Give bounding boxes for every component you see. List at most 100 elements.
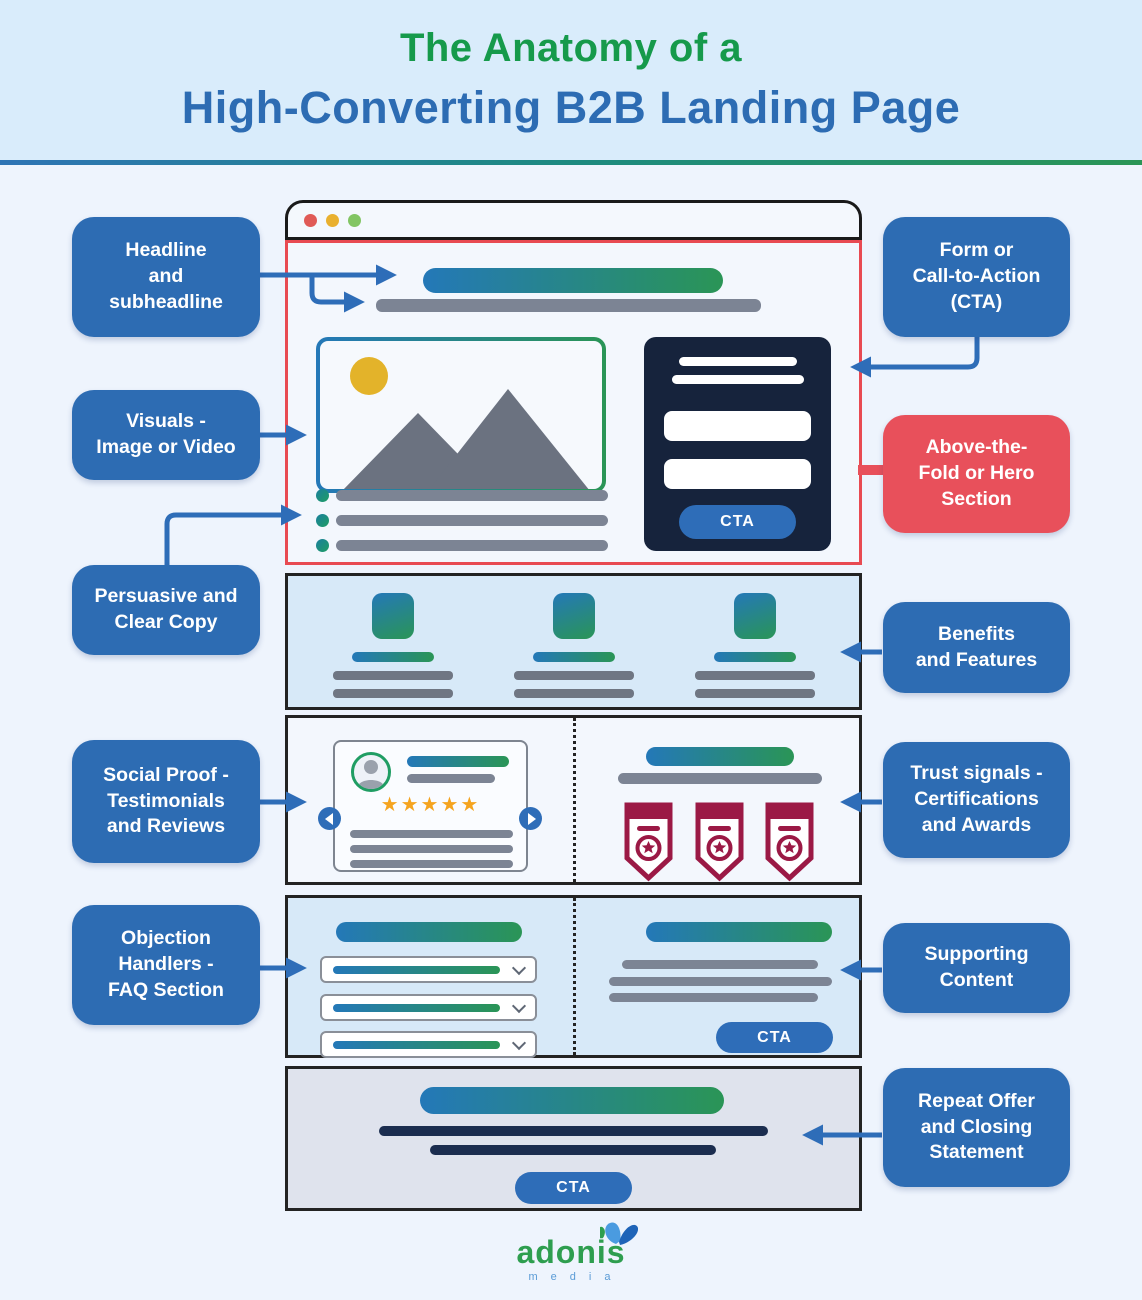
callout-supporting-content: Supporting Content xyxy=(883,923,1070,1013)
award-ribbon-icon xyxy=(765,802,814,882)
copy-line-placeholder xyxy=(336,515,608,526)
faq-question-placeholder xyxy=(333,1040,500,1049)
closing-text-placeholder xyxy=(430,1145,716,1155)
supporting-text-placeholder xyxy=(609,977,832,986)
faq-section: CTA xyxy=(285,895,862,1058)
supporting-text-placeholder xyxy=(622,960,818,969)
trust-subtitle-placeholder xyxy=(618,773,822,784)
callout-trust-signals: Trust signals - Certifications and Award… xyxy=(883,742,1070,858)
benefit-text-placeholder xyxy=(332,671,453,680)
arrow-form-cta xyxy=(850,337,980,378)
form-title-placeholder xyxy=(678,357,797,366)
chevron-right-icon xyxy=(527,812,536,825)
copy-line-placeholder xyxy=(336,540,608,551)
faq-accordion-row[interactable] xyxy=(320,994,537,1021)
headline-placeholder xyxy=(423,268,723,293)
faq-title-placeholder xyxy=(336,922,522,942)
header-divider xyxy=(0,160,1142,165)
browser-title-bar xyxy=(285,200,862,240)
bullet-dot-icon xyxy=(316,514,329,527)
form-subtitle-placeholder xyxy=(671,375,804,384)
butterfly-icon xyxy=(599,1222,638,1245)
hero-section: CTA xyxy=(285,240,862,565)
benefit-icon xyxy=(552,593,595,639)
mountains-icon xyxy=(343,389,589,489)
callout-repeat-offer: Repeat Offer and Closing Statement xyxy=(883,1068,1070,1187)
trust-title-placeholder xyxy=(646,747,794,766)
review-text-placeholder xyxy=(350,860,513,868)
reviewer-role-placeholder xyxy=(407,774,495,783)
bullet-dot-icon xyxy=(316,489,329,502)
benefit-title-placeholder xyxy=(532,652,615,662)
person-icon xyxy=(357,760,385,789)
brand-subname: media xyxy=(528,1271,624,1283)
sun-icon xyxy=(350,357,388,395)
benefit-column xyxy=(323,576,463,698)
faq-question-placeholder xyxy=(333,965,500,974)
copy-line-placeholder xyxy=(336,490,608,501)
benefit-title-placeholder xyxy=(351,652,434,662)
benefit-text-placeholder xyxy=(513,671,634,680)
footer: adonis media xyxy=(0,1222,1142,1283)
award-ribbon-icon xyxy=(695,802,744,882)
testimonial-card: ★★★★★ xyxy=(333,740,528,872)
callout-visuals: Visuals - Image or Video xyxy=(72,390,260,480)
header-band xyxy=(0,0,1142,160)
subheadline-placeholder xyxy=(376,299,761,312)
window-maximize-dot-icon[interactable] xyxy=(348,213,361,227)
bullet-dot-icon xyxy=(316,539,329,552)
faq-question-placeholder xyxy=(333,1003,500,1012)
page-title-line2: High-Converting B2B Landing Page xyxy=(181,82,961,133)
benefit-title-placeholder xyxy=(713,652,796,662)
hero-image-inner xyxy=(320,341,602,489)
callout-persuasive-copy: Persuasive and Clear Copy xyxy=(72,565,260,655)
page-title-line1: The Anatomy of a xyxy=(399,26,743,70)
supporting-cta-button[interactable]: CTA xyxy=(716,1022,833,1053)
supporting-text-placeholder xyxy=(609,993,818,1002)
callout-form-cta: Form or Call-to-Action (CTA) xyxy=(883,217,1070,337)
benefit-text-placeholder xyxy=(332,689,453,698)
window-minimize-dot-icon[interactable] xyxy=(326,213,339,227)
closing-text-placeholder xyxy=(379,1126,768,1136)
callout-objection-handlers: Objection Handlers - FAQ Section xyxy=(72,905,260,1025)
chevron-down-icon xyxy=(511,998,527,1013)
section-divider xyxy=(573,898,576,1055)
section-divider xyxy=(573,718,576,882)
callout-above-the-fold: Above-the- Fold or Hero Section xyxy=(883,415,1070,533)
award-ribbon-icon xyxy=(624,802,673,882)
reviewer-name-placeholder xyxy=(407,756,509,767)
review-text-placeholder xyxy=(350,830,513,838)
carousel-next-button[interactable] xyxy=(519,807,542,830)
carousel-prev-button[interactable] xyxy=(318,807,341,830)
review-text-placeholder xyxy=(350,845,513,853)
callout-headline-subheadline: Headline and subheadline xyxy=(72,217,260,337)
faq-accordion-row[interactable] xyxy=(320,1031,537,1058)
hero-image-placeholder xyxy=(316,337,606,493)
benefit-text-placeholder xyxy=(513,689,634,698)
form-input-field[interactable] xyxy=(664,459,811,489)
chevron-left-icon xyxy=(324,812,333,825)
closing-cta-button[interactable]: CTA xyxy=(515,1172,632,1204)
arrow-copy xyxy=(164,504,302,565)
avatar xyxy=(351,752,391,792)
benefit-icon xyxy=(733,593,776,639)
star-rating: ★★★★★ xyxy=(380,794,481,816)
form-cta-button[interactable]: CTA xyxy=(679,505,796,539)
benefit-icon xyxy=(371,593,414,639)
callout-benefits-features: Benefits and Features xyxy=(883,602,1070,693)
chevron-down-icon xyxy=(511,960,527,975)
lead-form-card: CTA xyxy=(644,337,831,551)
form-input-field[interactable] xyxy=(664,411,811,441)
benefit-text-placeholder xyxy=(694,671,815,680)
benefit-text-placeholder xyxy=(694,689,815,698)
brand-logo: adonis media xyxy=(516,1222,638,1283)
window-close-dot-icon[interactable] xyxy=(304,213,317,227)
benefits-section xyxy=(285,573,862,710)
supporting-title-placeholder xyxy=(646,922,832,942)
social-proof-section: ★★★★★ xyxy=(285,715,862,885)
brand-name: adonis xyxy=(516,1234,626,1270)
faq-accordion-row[interactable] xyxy=(320,956,537,983)
chevron-down-icon xyxy=(511,1035,527,1050)
benefit-column xyxy=(685,576,825,698)
